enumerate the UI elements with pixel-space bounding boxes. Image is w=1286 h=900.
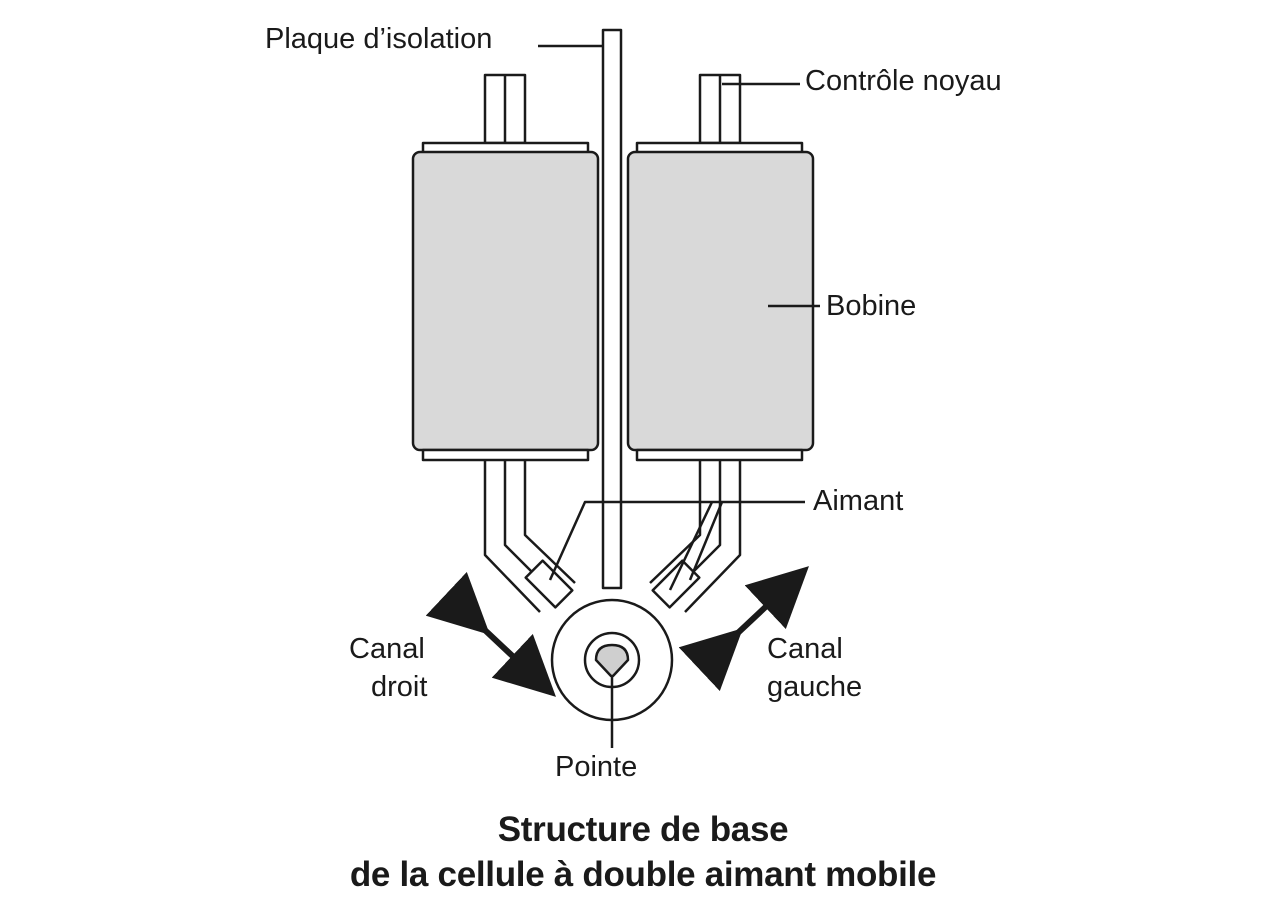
left-magnet (524, 559, 574, 609)
right-coil-assembly (626, 73, 815, 613)
magnet-leader-left (548, 500, 805, 581)
left-channel-label-line2: gauche (767, 671, 863, 703)
magnet-leader-right-b (668, 501, 714, 591)
magnet-label: Aimant (813, 485, 904, 517)
core-control-label: Contrôle noyau (805, 65, 1002, 97)
caption-line1: Structure de base (497, 810, 789, 849)
right-magnet (651, 559, 701, 609)
left-channel-label-line1: Canal (767, 633, 843, 665)
coil-label: Bobine (826, 290, 917, 322)
insulation-plate (601, 28, 623, 590)
right-coil (626, 150, 815, 452)
left-coil (411, 150, 600, 452)
stylus-tip-label: Pointe (555, 751, 638, 783)
left-coil-assembly (411, 73, 600, 613)
right-channel-label-line2: droit (371, 671, 428, 703)
right-channel-arrow-icon (425, 571, 556, 697)
caption-line2: de la cellule à double aimant mobile (349, 855, 937, 894)
left-bobbin-bottom-flange (421, 448, 590, 462)
right-channel-label-line1: Canal (349, 633, 425, 665)
right-bobbin-bottom-flange (635, 448, 804, 462)
insulation-plate-label: Plaque d’isolation (265, 23, 493, 55)
left-channel-arrow-icon (678, 566, 809, 692)
stylus-tip (594, 643, 630, 678)
